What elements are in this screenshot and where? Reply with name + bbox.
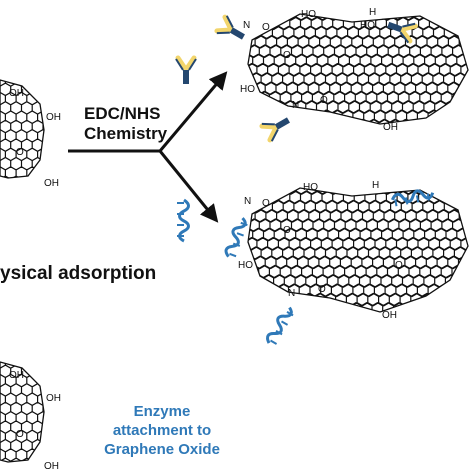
antibody-bound [214, 14, 245, 40]
amide-n-label: N [288, 288, 295, 299]
enzyme-attachment-caption: Enzyme attachment to Graphene Oxide [104, 402, 220, 459]
reaction-arrows [68, 71, 228, 223]
epoxide-label: O [395, 260, 403, 271]
physical-adsorption-label: ysical adsorption [0, 263, 157, 284]
chem-labels-left: OH OH O OH OH OH O OH [9, 88, 61, 472]
carbonyl-o-label: O [262, 22, 270, 33]
carbonyl-o-label: O [318, 284, 326, 295]
hydroxyl-label: HO [238, 260, 253, 271]
enzyme-bound [390, 189, 435, 207]
hydroxyl-label: OH [9, 88, 24, 99]
graphene-oxide-sheet-left-top [0, 79, 45, 179]
antibody-bound [259, 117, 290, 143]
antibody-bound [387, 21, 418, 44]
hydroxyl-label: HO [303, 182, 318, 193]
carbonyl-o-label: O [320, 95, 328, 106]
hydroxyl-label: OH [382, 310, 397, 321]
carboxyl-acid-label: OH [44, 178, 59, 189]
method-line-2: Chemistry [84, 124, 168, 143]
hydroxyl-label: OH [46, 393, 61, 404]
hydroxyl-label: HO [240, 84, 255, 95]
caption-line-2: attachment to [112, 422, 212, 439]
enzyme-free [177, 198, 190, 243]
amide-n-label: N [244, 196, 251, 207]
arrow-up [158, 71, 228, 152]
amide-n-label: N [243, 20, 250, 31]
epoxide-label: O [16, 147, 24, 158]
hydroxyl-label: OH [46, 112, 61, 123]
method-line-1: EDC/NHS [84, 104, 161, 123]
carbonyl-o-label: O [262, 198, 270, 209]
hydroxyl-label: OH [383, 122, 398, 133]
hydroxyl-label: OH [9, 370, 24, 381]
enzyme-bound [266, 306, 294, 345]
amide-nh-label: H [369, 7, 376, 18]
chem-labels-top: HO H N O HO HO O N O OH [240, 7, 398, 133]
arrow-down [158, 150, 219, 223]
caption-line-3: Graphene Oxide [104, 441, 220, 458]
amide-nh-label: H [372, 180, 379, 191]
hydroxyl-label: HO [301, 9, 316, 20]
chem-labels-bottom: HO H N O HO O O N O OH [238, 180, 403, 321]
enzyme-bound [224, 217, 248, 258]
epoxide-label: O [16, 429, 24, 440]
edc-nhs-chemistry-label: EDC/NHS Chemistry [84, 104, 167, 144]
antibody-free [175, 55, 197, 84]
caption-line-1: Enzyme [133, 403, 191, 420]
epoxide-label: O [283, 225, 291, 236]
graphene-oxide-sheet-left-bottom [0, 361, 45, 463]
hydroxyl-label: HO [360, 20, 375, 31]
epoxide-label: O [283, 50, 291, 61]
amide-n-label: N [292, 100, 299, 111]
carboxyl-acid-label: OH [44, 461, 59, 472]
